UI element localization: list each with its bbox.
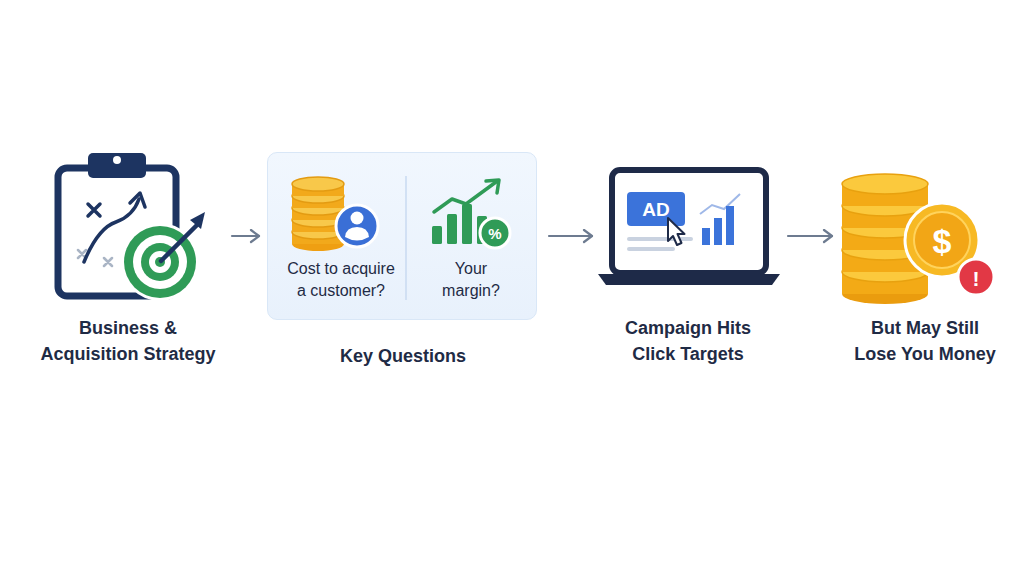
flow-arrow: [549, 235, 592, 237]
stage-label: But May Still Lose You Money: [825, 315, 1024, 367]
growth-chart-icon: [432, 180, 510, 248]
stage-node: Campaign Hits Click Targets: [600, 150, 776, 365]
question-text: Your margin?: [431, 258, 511, 302]
stage-node: But May Still Lose You Money: [840, 150, 1010, 365]
warning-symbol: !: [973, 268, 980, 289]
question-item: Cost to acquire a customer?: [276, 167, 406, 307]
stage-node: Business & Acquisition Strategy: [30, 150, 220, 365]
target-icon: [121, 212, 205, 301]
question-panel: Key QuestionsCost to acquire a customer?…: [267, 152, 537, 320]
stage-label: Campaign Hits Click Targets: [588, 315, 788, 367]
flow-arrow: [232, 235, 259, 237]
flow-arrow: [788, 235, 832, 237]
panel-divider: [405, 176, 407, 300]
laptop-icon: [598, 170, 780, 285]
clipboard-icon: [58, 153, 176, 296]
ad-badge-text: AD: [642, 200, 669, 219]
question-item: Your margin?: [408, 167, 534, 307]
stage-label: Business & Acquisition Strategy: [28, 315, 228, 367]
question-text: Cost to acquire a customer?: [281, 258, 401, 302]
money-warning-icon: [842, 174, 994, 304]
dollar-symbol: $: [933, 224, 952, 258]
coins-person-icon: [292, 177, 378, 251]
panel-heading: Key Questions: [268, 343, 538, 369]
